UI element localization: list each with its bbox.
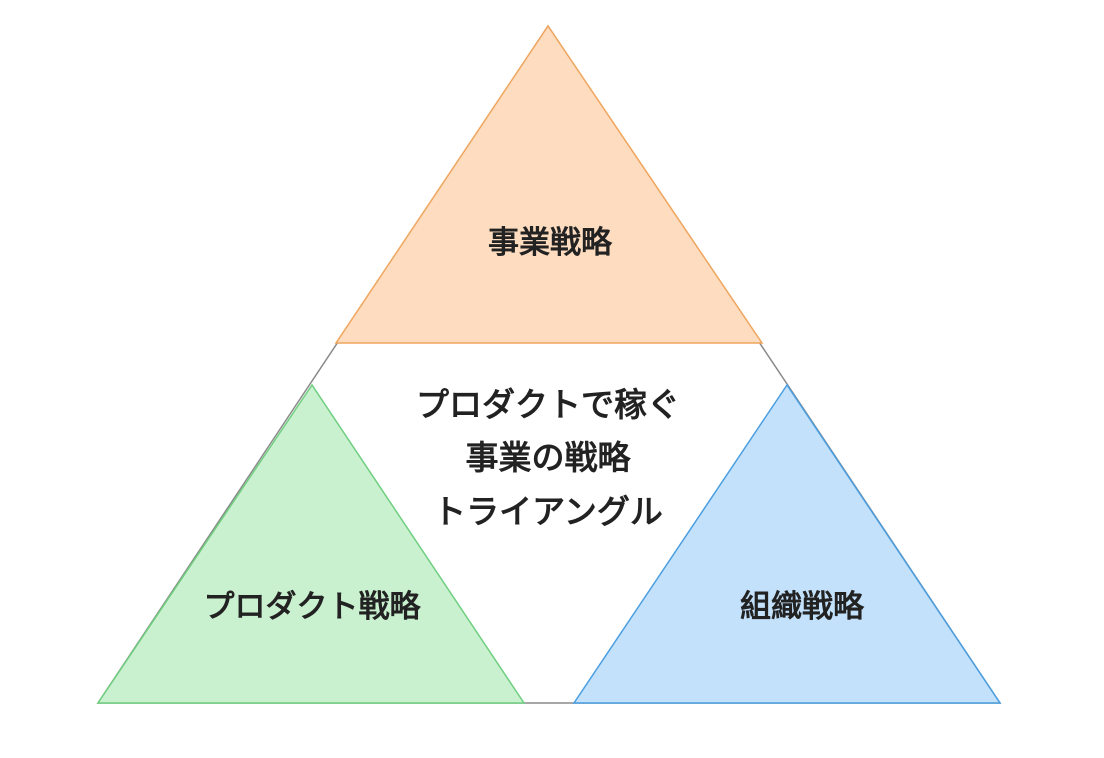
business-strategy-label: 事業戦略 bbox=[488, 225, 613, 261]
center-title-line-3: トライアングル bbox=[433, 492, 663, 531]
center-title-line-2: 事業の戦略 bbox=[466, 438, 632, 477]
organization-strategy-triangle bbox=[572, 383, 1002, 704]
organization-strategy-label: 組織戦略 bbox=[740, 589, 865, 625]
business-strategy-triangle bbox=[334, 24, 764, 344]
center-title-line-1: プロダクトで稼ぐ bbox=[416, 385, 680, 424]
product-strategy-label: プロダクト戦略 bbox=[204, 589, 422, 625]
product-strategy-triangle bbox=[96, 383, 526, 704]
